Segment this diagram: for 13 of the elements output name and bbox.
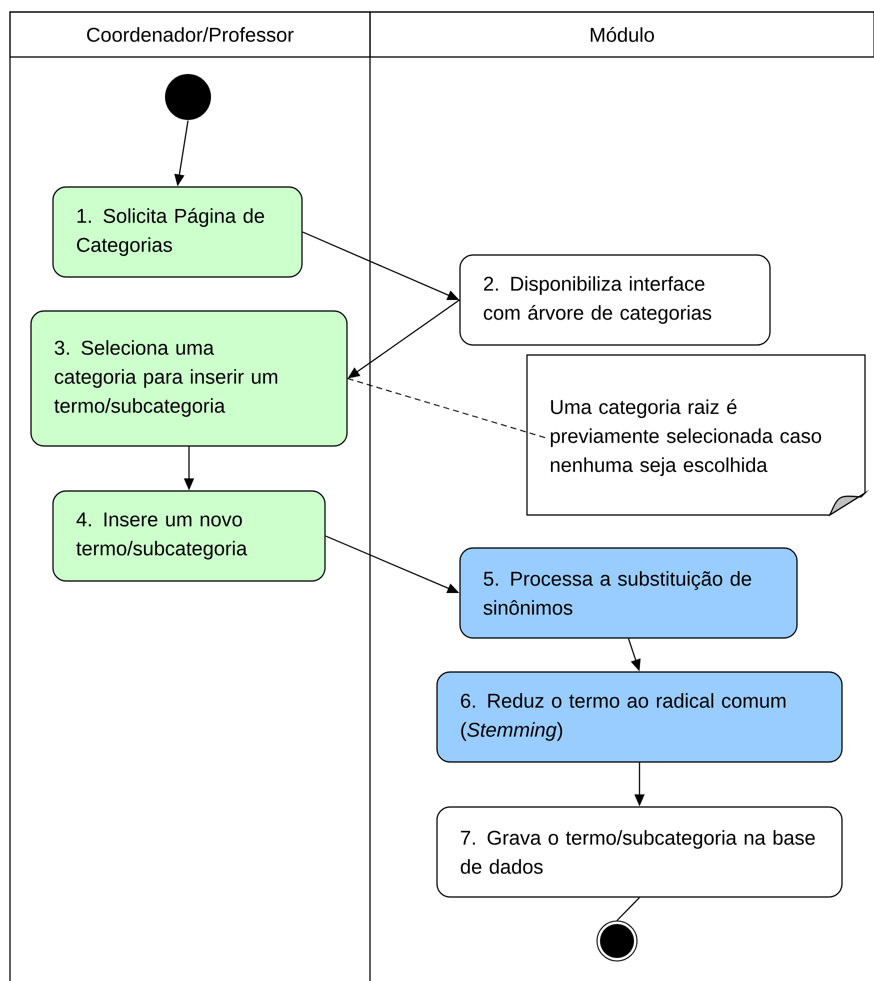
connector-line xyxy=(347,378,546,438)
lane-header: Módulo xyxy=(369,11,874,58)
activity-box: 7. Grava o termo/subcategoria na base de dados xyxy=(436,806,843,898)
activity-box: 5. Processa a substituição de sinônimos xyxy=(459,547,798,639)
activity-box: 3. Seleciona uma categoria para inserir um termo/subcategoria xyxy=(30,310,348,447)
lane-header: Coordenador/Professor xyxy=(9,11,371,58)
start-node xyxy=(165,74,211,120)
activity-box: 1. Solicita Página de Categorias xyxy=(52,186,303,278)
note-box: Uma categoria raiz é previamente selecionada caso nenhuma seja escolhida xyxy=(526,354,866,516)
activity-box: 6. Reduz o termo ao radical comum (Stemming) xyxy=(436,671,843,763)
activity-box: 4. Insere um novo termo/subcategoria xyxy=(52,490,326,582)
end-node xyxy=(596,920,638,962)
activity-box: 2. Disponibiliza interface com árvore de categorias xyxy=(459,254,771,346)
